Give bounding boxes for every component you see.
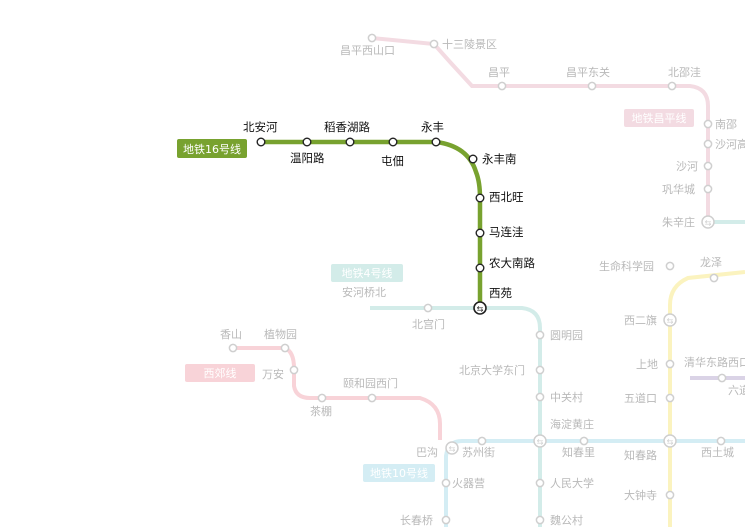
yellow-line: [668, 270, 745, 527]
svg-text:⇆: ⇆: [537, 438, 544, 447]
line4-path: [370, 306, 542, 527]
svg-text:⇆: ⇆: [667, 317, 674, 326]
station-label[interactable]: 巩华城: [662, 182, 695, 196]
svg-text:⇆: ⇆: [477, 305, 484, 314]
station-dot[interactable]: [475, 228, 485, 238]
station-label[interactable]: 西苑: [489, 286, 512, 300]
transfer-icon: ⇆: [533, 434, 547, 448]
svg-text:地铁16号线: 地铁16号线: [183, 142, 241, 156]
station-dot[interactable]: [256, 137, 266, 147]
station-label[interactable]: 沙河: [676, 160, 698, 173]
station-label[interactable]: 西二旗: [624, 313, 657, 327]
station-label[interactable]: 知春里: [562, 445, 595, 459]
station-label[interactable]: 昌平: [488, 66, 510, 79]
station-label[interactable]: 温阳路: [290, 151, 325, 165]
station-label[interactable]: 屯佃: [381, 154, 404, 168]
station-label[interactable]: 火器营: [452, 476, 485, 490]
station-label[interactable]: 昌平西山口: [340, 44, 395, 57]
line16-station-dots: [256, 137, 485, 273]
svg-text:⇆: ⇆: [449, 445, 456, 454]
station-label[interactable]: 香山: [220, 328, 242, 341]
station-label[interactable]: 稻香湖路: [324, 120, 370, 134]
station-label[interactable]: 北安河: [243, 120, 278, 134]
station-dot[interactable]: [388, 137, 398, 147]
station-label[interactable]: 永丰: [421, 120, 444, 134]
station-dot[interactable]: [302, 137, 312, 147]
svg-text:地铁10号线: 地铁10号线: [370, 466, 428, 480]
station-label[interactable]: 上地: [636, 358, 658, 371]
transfer-icon: ⇆: [701, 215, 715, 229]
station-label[interactable]: 巴沟: [416, 446, 438, 459]
transfer-icon: ⇆: [663, 313, 677, 327]
station-dot[interactable]: [468, 154, 478, 164]
station-label[interactable]: 农大南路: [489, 256, 535, 270]
station-label[interactable]: 南邵: [715, 118, 737, 131]
station-label[interactable]: 沙河高教园: [715, 137, 745, 151]
station-label[interactable]: 清华东路西口: [684, 355, 745, 369]
station-label[interactable]: 马连洼: [489, 225, 524, 239]
station-dot[interactable]: [475, 193, 485, 203]
station-label[interactable]: 颐和园西门: [343, 376, 398, 390]
svg-text:⇆: ⇆: [667, 438, 674, 447]
faded-station-labels: 昌平西山口 十三陵景区 昌平 昌平东关 北邵洼 南邵 沙河高教园 沙河 巩华城 …: [220, 37, 745, 527]
badge-line4[interactable]: 地铁4号线: [331, 264, 403, 282]
station-label[interactable]: 朱辛庄: [662, 215, 695, 229]
svg-text:⇆: ⇆: [705, 219, 712, 228]
station-label[interactable]: 六道口: [728, 383, 745, 397]
station-label[interactable]: 人民大学: [550, 476, 594, 490]
svg-text:西郊线: 西郊线: [204, 366, 237, 380]
xijiao-line: [233, 346, 442, 440]
station-label[interactable]: 永丰南: [482, 152, 517, 166]
line16-station-labels: 北安河 温阳路 稻香湖路 屯佃 永丰 永丰南 西北旺 马连洼 农大南路 西苑: [243, 120, 535, 300]
station-label[interactable]: 十三陵景区: [442, 37, 497, 51]
badge-xijiao[interactable]: 西郊线: [185, 364, 255, 382]
station-label[interactable]: 西土城: [701, 446, 734, 459]
station-label[interactable]: 生命科学园: [599, 259, 654, 273]
faded-station-dots: [228, 33, 727, 525]
transfer-icon: ⇆: [445, 441, 459, 455]
station-label[interactable]: 北宫门: [412, 317, 445, 331]
station-label[interactable]: 龙泽: [700, 256, 722, 269]
station-label[interactable]: 植物园: [264, 327, 297, 341]
station-label[interactable]: 苏州街: [462, 445, 495, 459]
station-label[interactable]: 昌平东关: [566, 65, 610, 79]
station-label[interactable]: 五道口: [624, 391, 657, 405]
station-dot[interactable]: [475, 263, 485, 273]
svg-text:地铁昌平线: 地铁昌平线: [632, 111, 687, 125]
station-label[interactable]: 茶棚: [310, 404, 332, 418]
transfer-icon: ⇆: [663, 434, 677, 448]
line16[interactable]: 地铁16号线 ⇆ 北安河 温阳路 稻香湖路 屯佃 永丰 永丰南 西北旺 马连洼: [177, 120, 535, 315]
transfer-icon[interactable]: ⇆: [473, 301, 487, 315]
svg-text:地铁4号线: 地铁4号线: [342, 266, 393, 280]
station-label[interactable]: 知春路: [624, 448, 657, 462]
station-label[interactable]: 长春桥: [400, 514, 433, 527]
line16-path: [258, 139, 483, 311]
station-label[interactable]: 北邵洼: [668, 65, 701, 79]
station-label[interactable]: 大钟寺: [624, 488, 657, 502]
badge-line10[interactable]: 地铁10号线: [363, 464, 435, 482]
station-label[interactable]: 安河桥北: [342, 285, 386, 299]
changping-line: [371, 36, 710, 220]
faded-transfer-stations: ⇆ ⇆ ⇆ ⇆ ⇆: [445, 215, 715, 455]
station-dot[interactable]: [345, 137, 355, 147]
badge-changping[interactable]: 地铁昌平线: [624, 109, 694, 127]
badge-line16[interactable]: 地铁16号线: [177, 139, 247, 158]
station-label[interactable]: 海淀黄庄: [550, 417, 594, 431]
station-label[interactable]: 中关村: [550, 390, 583, 404]
station-label[interactable]: 万安: [262, 367, 284, 381]
station-label[interactable]: 圆明园: [550, 329, 583, 342]
station-label[interactable]: 魏公村: [550, 513, 583, 527]
station-dot[interactable]: [431, 137, 441, 147]
station-label[interactable]: 西北旺: [489, 190, 524, 204]
station-label[interactable]: 北京大学东门: [459, 363, 525, 377]
